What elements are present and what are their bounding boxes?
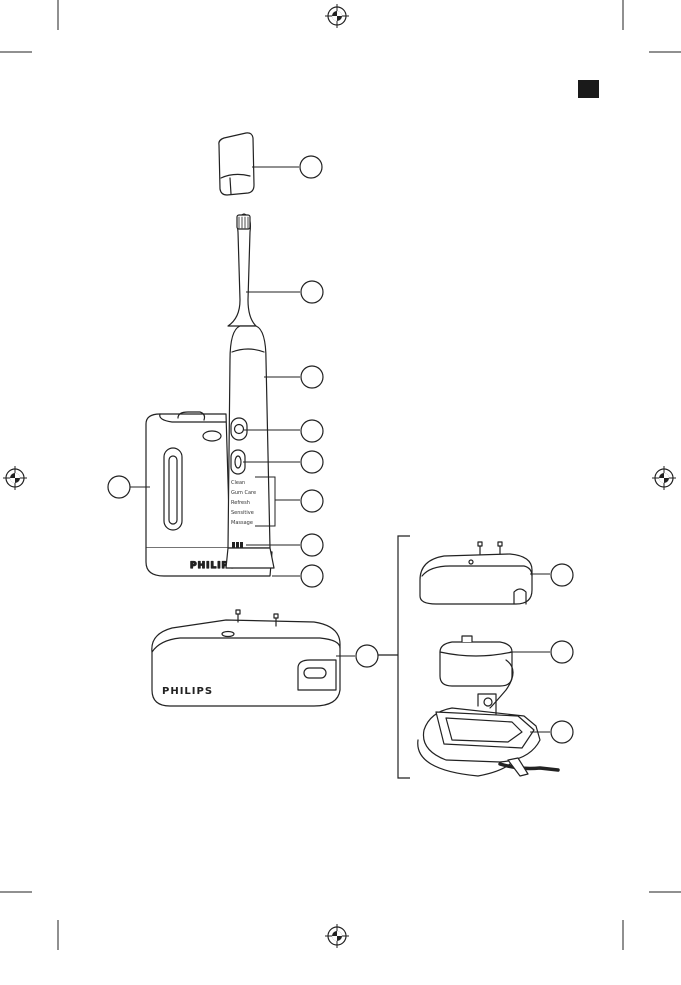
brush-head-callout (301, 281, 323, 303)
charger-unit (440, 636, 513, 708)
cord-winder-callout (551, 721, 573, 743)
charger-cover-callout (551, 564, 573, 586)
mode-button-callout (301, 451, 323, 473)
charger-unit-callout (551, 641, 573, 663)
registration-mark-bottom-icon (325, 924, 349, 948)
battery-indicator-icon (232, 542, 243, 548)
charger-base-callout (301, 565, 323, 587)
toothbrush-handle: Clean Gum Care Refresh Sensitive Massage (226, 326, 274, 568)
svg-text:Massage: Massage (231, 520, 253, 526)
brush-head (228, 214, 256, 326)
handle-callout (301, 366, 323, 388)
language-tab-icon (578, 80, 599, 98)
registration-mark-top-icon (325, 4, 349, 28)
charger-brand-label: PHILIPS (162, 686, 213, 697)
component-bracket (378, 536, 410, 778)
power-button-callout (301, 420, 323, 442)
travel-charger-cover (420, 542, 532, 604)
battery-indicator-callout (301, 534, 323, 556)
cap-callout (300, 156, 322, 178)
charger-base: PHILIPS (152, 610, 340, 706)
svg-text:Clean: Clean (231, 480, 245, 486)
registration-mark-right-icon (652, 466, 676, 490)
registration-mark-left-icon (3, 466, 27, 490)
cord-winder (418, 694, 558, 776)
svg-text:Refresh: Refresh (231, 500, 250, 506)
crop-marks (0, 0, 681, 950)
svg-text:Gum Care: Gum Care (231, 490, 256, 496)
mode-indicators-callout (301, 490, 323, 512)
svg-text:Sensitive: Sensitive (231, 510, 254, 516)
travel-charger-callout (356, 645, 378, 667)
protective-cap (219, 133, 254, 195)
sanitizer-callout (108, 476, 130, 498)
